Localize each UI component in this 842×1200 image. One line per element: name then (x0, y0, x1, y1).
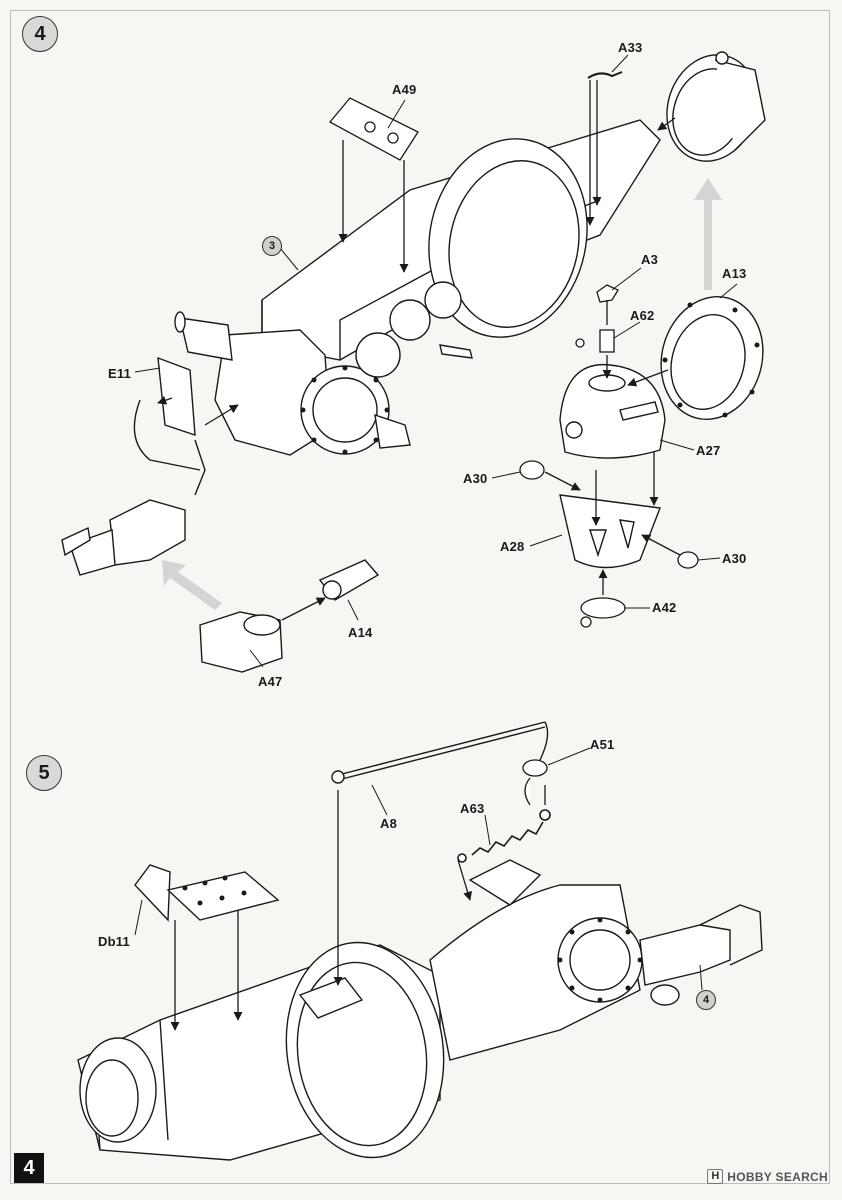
flange-bolts (300, 365, 390, 455)
label-a49: A49 (392, 82, 417, 97)
part-a33-clip (587, 71, 623, 79)
part-a63-spring (457, 809, 551, 863)
final-drive-bolts (557, 917, 643, 1003)
label-a42: A42 (652, 600, 677, 615)
part-a3-knob (596, 284, 619, 325)
label-a14: A14 (348, 625, 373, 640)
part-a47-housing (199, 611, 283, 673)
part-a28-bowl (559, 494, 661, 569)
label-a3: A3 (641, 252, 659, 267)
part-a8-rod (331, 721, 549, 784)
part-a27-dome (559, 363, 666, 459)
cover-bolts (662, 302, 760, 418)
label-a13: A13 (722, 266, 747, 281)
step-number-5: 5 (26, 755, 62, 791)
label-a30-left: A30 (463, 471, 488, 486)
part-a14-yoke (318, 559, 380, 601)
assembly-arrows-step5 (170, 785, 546, 1031)
part-a49-plate (328, 97, 419, 161)
page-frame (10, 10, 830, 1184)
bracket-bolts (182, 875, 247, 906)
watermark-logo-icon: H (707, 1169, 724, 1184)
part-db11-bracket (134, 864, 280, 922)
label-a8: A8 (380, 816, 398, 831)
subassembly-ref-3: 3 (262, 236, 282, 256)
subassembly-ref-4: 4 (696, 990, 716, 1010)
label-a30-right: A30 (722, 551, 747, 566)
assembly-arrows-step4 (157, 80, 681, 621)
label-a28: A28 (500, 539, 525, 554)
part-a42-disk (580, 597, 626, 628)
gray-direction-arrows (162, 178, 722, 610)
gearbox-housing-top (174, 119, 661, 456)
page-number: 4 (14, 1153, 44, 1183)
label-a62: A62 (630, 308, 655, 323)
watermark: H HOBBY SEARCH (707, 1169, 828, 1184)
axle-assembly (77, 859, 763, 1161)
watermark-brand: HOBBY SEARCH (727, 1169, 828, 1184)
label-db11: Db11 (98, 934, 130, 949)
step-number-4: 4 (22, 16, 58, 52)
label-a63: A63 (460, 801, 485, 816)
part-a13-cover (660, 296, 764, 420)
part-a30-clip-left (519, 460, 545, 480)
label-a51: A51 (590, 737, 615, 752)
tow-shaft (61, 499, 186, 576)
part-a13-cover-top (666, 51, 766, 162)
part-a30-clip-right (677, 551, 699, 569)
part-e11-bracket (133, 356, 206, 496)
label-a27: A27 (696, 443, 721, 458)
leader-lines (134, 54, 738, 991)
label-a33: A33 (618, 40, 643, 55)
part-a62-stem (575, 329, 615, 353)
label-a47: A47 (258, 674, 283, 689)
label-e11: E11 (108, 366, 132, 381)
part-a51-fitting (522, 759, 548, 806)
